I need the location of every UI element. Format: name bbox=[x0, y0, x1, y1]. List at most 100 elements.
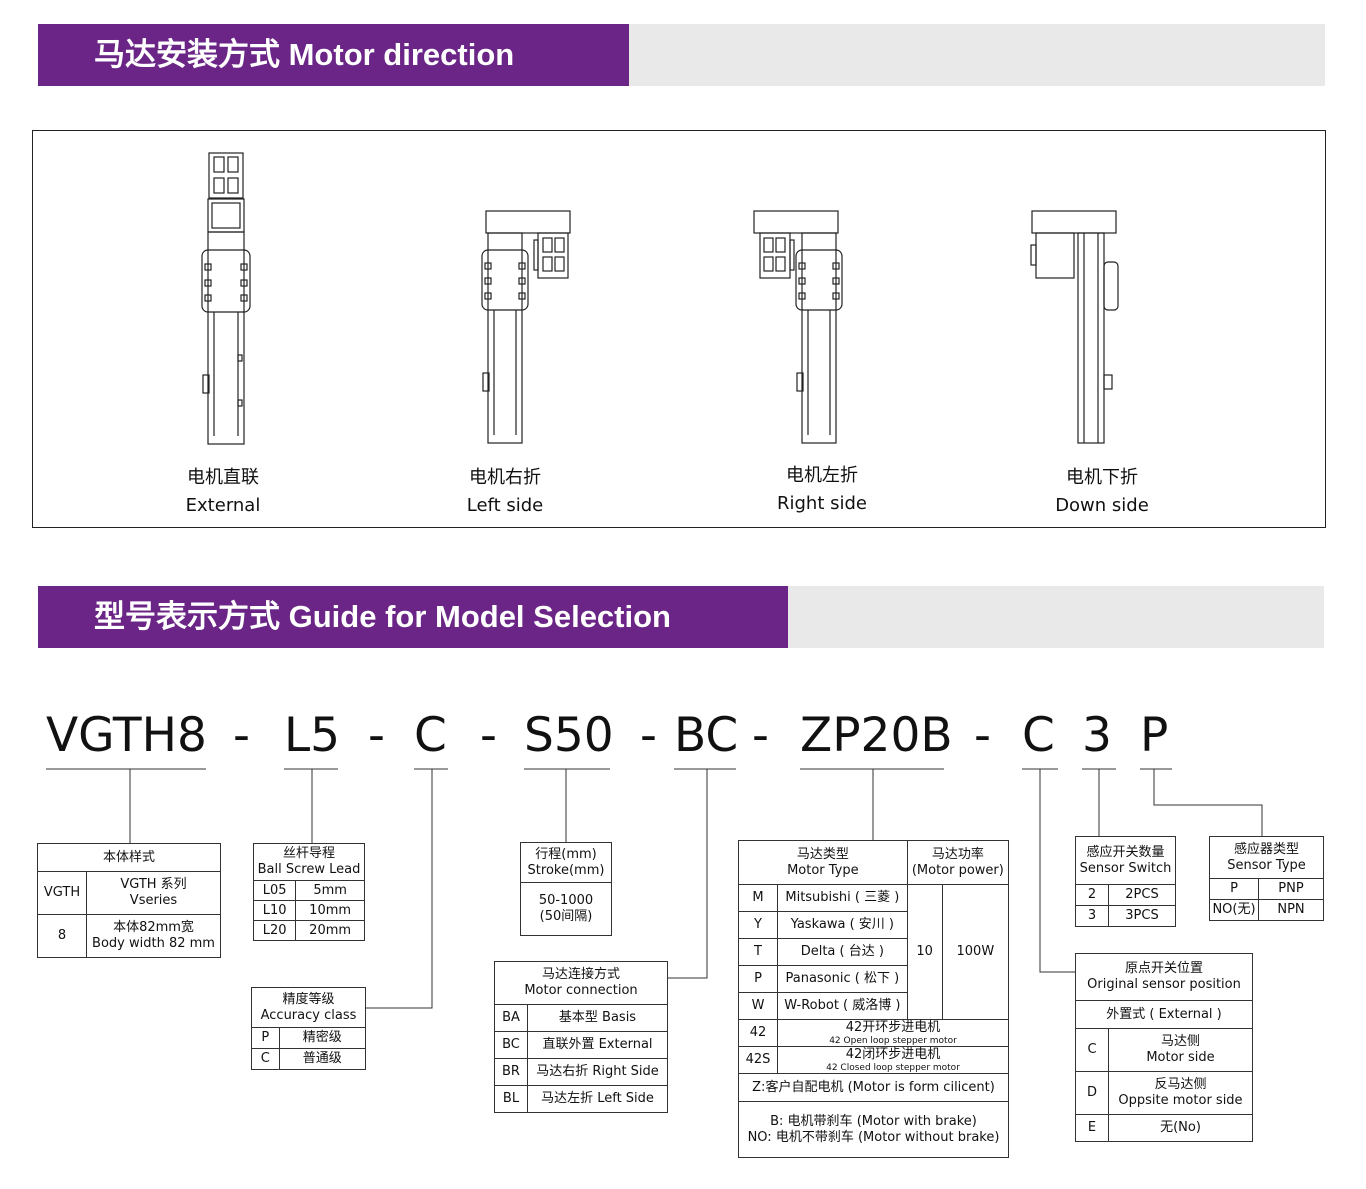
code-part-series: VGTH8 bbox=[46, 708, 207, 763]
code-part-accuracy: C bbox=[414, 708, 447, 763]
lead-code: L10 bbox=[252, 900, 297, 921]
caption-external-cn: 电机直联 bbox=[187, 467, 259, 488]
motor-brand-name: Delta ( 台达 ) bbox=[777, 938, 908, 966]
connection-desc: 直联外置 External bbox=[527, 1031, 668, 1059]
sensor-type-header-cn: 感应器类型 bbox=[1233, 841, 1299, 857]
code-separator: - bbox=[640, 708, 657, 763]
connection-desc: 基本型 Basis bbox=[527, 1004, 668, 1032]
code-part-motor: ZP20B bbox=[800, 708, 953, 763]
stroke-table: 行程(mm)Stroke(mm) 50-1000(50间隔) bbox=[520, 842, 612, 936]
actuator-right-side-drawing bbox=[753, 210, 843, 444]
motor-power-header-cn: 马达功率 bbox=[931, 846, 984, 862]
caption-right-side-cn: 电机左折 bbox=[786, 465, 858, 486]
motor-power-header-en: (Motor power) bbox=[911, 862, 1004, 878]
code-part-sensor-count: 3 bbox=[1082, 708, 1112, 763]
code-separator: - bbox=[974, 708, 991, 763]
origin-header-en: Original sensor position bbox=[1087, 977, 1241, 992]
sensor-count-code: 2 bbox=[1075, 884, 1109, 906]
origin-desc-en: Oppsite motor side bbox=[1118, 1093, 1243, 1108]
caption-left-side: 电机右折 Left side bbox=[405, 464, 605, 520]
code-separator: - bbox=[368, 708, 385, 763]
accuracy-code: P bbox=[251, 1027, 280, 1049]
origin-code: D bbox=[1075, 1071, 1109, 1115]
motor-brand-code: Y bbox=[738, 911, 778, 939]
stepper-closed-en: 42 Closed loop stepper motor bbox=[826, 1063, 960, 1073]
actuator-external-drawing bbox=[201, 152, 251, 445]
stroke-header-cn: 行程(mm) bbox=[535, 846, 597, 862]
code-separator: - bbox=[233, 708, 250, 763]
lead-header-cn: 丝杆导程 bbox=[282, 846, 335, 861]
lead-value: 10mm bbox=[295, 900, 365, 921]
connection-header-cn: 马达连接方式 bbox=[541, 967, 620, 982]
sensor-count-code: 3 bbox=[1075, 905, 1109, 927]
lead-value: 5mm bbox=[295, 880, 365, 901]
actuator-down-side-drawing bbox=[1030, 210, 1119, 444]
accuracy-desc: 精密级 bbox=[278, 1027, 367, 1049]
actuator-drawings bbox=[201, 152, 1119, 445]
stepper-open-cn: 42开环步进电机 bbox=[845, 1020, 941, 1035]
accuracy-desc: 普通级 bbox=[278, 1048, 367, 1070]
sensor-type-code: NO(无) bbox=[1209, 899, 1259, 921]
actuator-left-side-drawing bbox=[481, 210, 571, 444]
connection-code: BC bbox=[494, 1031, 528, 1059]
accuracy-header-cn: 精度等级 bbox=[282, 991, 335, 1007]
caption-right-side-en: Right side bbox=[777, 493, 867, 514]
body-width-desc-en: Body width 82 mm bbox=[92, 936, 215, 951]
section-band-motor-direction: 马达安装方式 Motor direction bbox=[38, 24, 1325, 86]
code-part-connection: BC bbox=[674, 708, 739, 763]
caption-left-side-cn: 电机右折 bbox=[469, 467, 541, 488]
origin-desc-cn: 反马达侧 bbox=[1154, 1077, 1207, 1092]
brake-without: NO: 电机不带刹车 (Motor without brake) bbox=[747, 1129, 1000, 1145]
motor-direction-frame bbox=[32, 130, 1326, 528]
sensor-type-value: PNP bbox=[1258, 878, 1324, 900]
accuracy-code: C bbox=[251, 1048, 280, 1070]
body-width-code: 8 bbox=[37, 914, 87, 958]
stroke-header: 行程(mm)Stroke(mm) bbox=[520, 842, 612, 883]
caption-external: 电机直联 External bbox=[123, 464, 323, 520]
code-part-lead: L5 bbox=[284, 708, 341, 763]
caption-down-side-cn: 电机下折 bbox=[1066, 467, 1138, 488]
sensor-type-header-en: Sensor Type bbox=[1227, 857, 1306, 873]
motor-power-value: 100W bbox=[941, 884, 1010, 1020]
section-title-motor-direction: 马达安装方式 Motor direction bbox=[38, 24, 629, 86]
connection-desc: 马达右折 Right Side bbox=[527, 1058, 668, 1086]
sensor-count-value: 2PCS bbox=[1108, 884, 1176, 906]
connection-desc: 马达左折 Left Side bbox=[527, 1085, 668, 1113]
lead-value: 20mm bbox=[295, 920, 365, 941]
origin-desc-cn: 马达侧 bbox=[1160, 1034, 1200, 1049]
stepper-closed-code: 42S bbox=[738, 1046, 778, 1074]
sensor-type-value: NPN bbox=[1258, 899, 1324, 921]
caption-left-side-en: Left side bbox=[466, 495, 544, 516]
motor-power-header: 马达功率(Motor power) bbox=[906, 840, 1010, 885]
brake-options: B: 电机带刹车 (Motor with brake)NO: 电机不带刹车 (M… bbox=[738, 1101, 1009, 1158]
sensor-count-header-en: Sensor Switch bbox=[1079, 860, 1172, 876]
stroke-header-en: Stroke(mm) bbox=[527, 862, 605, 878]
code-separator: - bbox=[752, 708, 769, 763]
stroke-range-value: 50-1000 bbox=[538, 893, 594, 908]
code-part-sensor-type: P bbox=[1140, 708, 1169, 763]
connection-code: BL bbox=[494, 1085, 528, 1113]
connection-code: BR bbox=[494, 1058, 528, 1086]
motor-brand-code: W bbox=[738, 992, 778, 1020]
section-band-model-selection: 型号表示方式 Guide for Model Selection bbox=[38, 586, 1324, 648]
stepper-open-en: 42 Open loop stepper motor bbox=[829, 1036, 957, 1046]
lead-code: L05 bbox=[252, 880, 297, 901]
origin-header-cn: 原点开关位置 bbox=[1124, 961, 1203, 976]
caption-external-en: External bbox=[185, 495, 261, 516]
stroke-range: 50-1000(50间隔) bbox=[520, 882, 612, 936]
code-part-origin: C bbox=[1022, 708, 1055, 763]
